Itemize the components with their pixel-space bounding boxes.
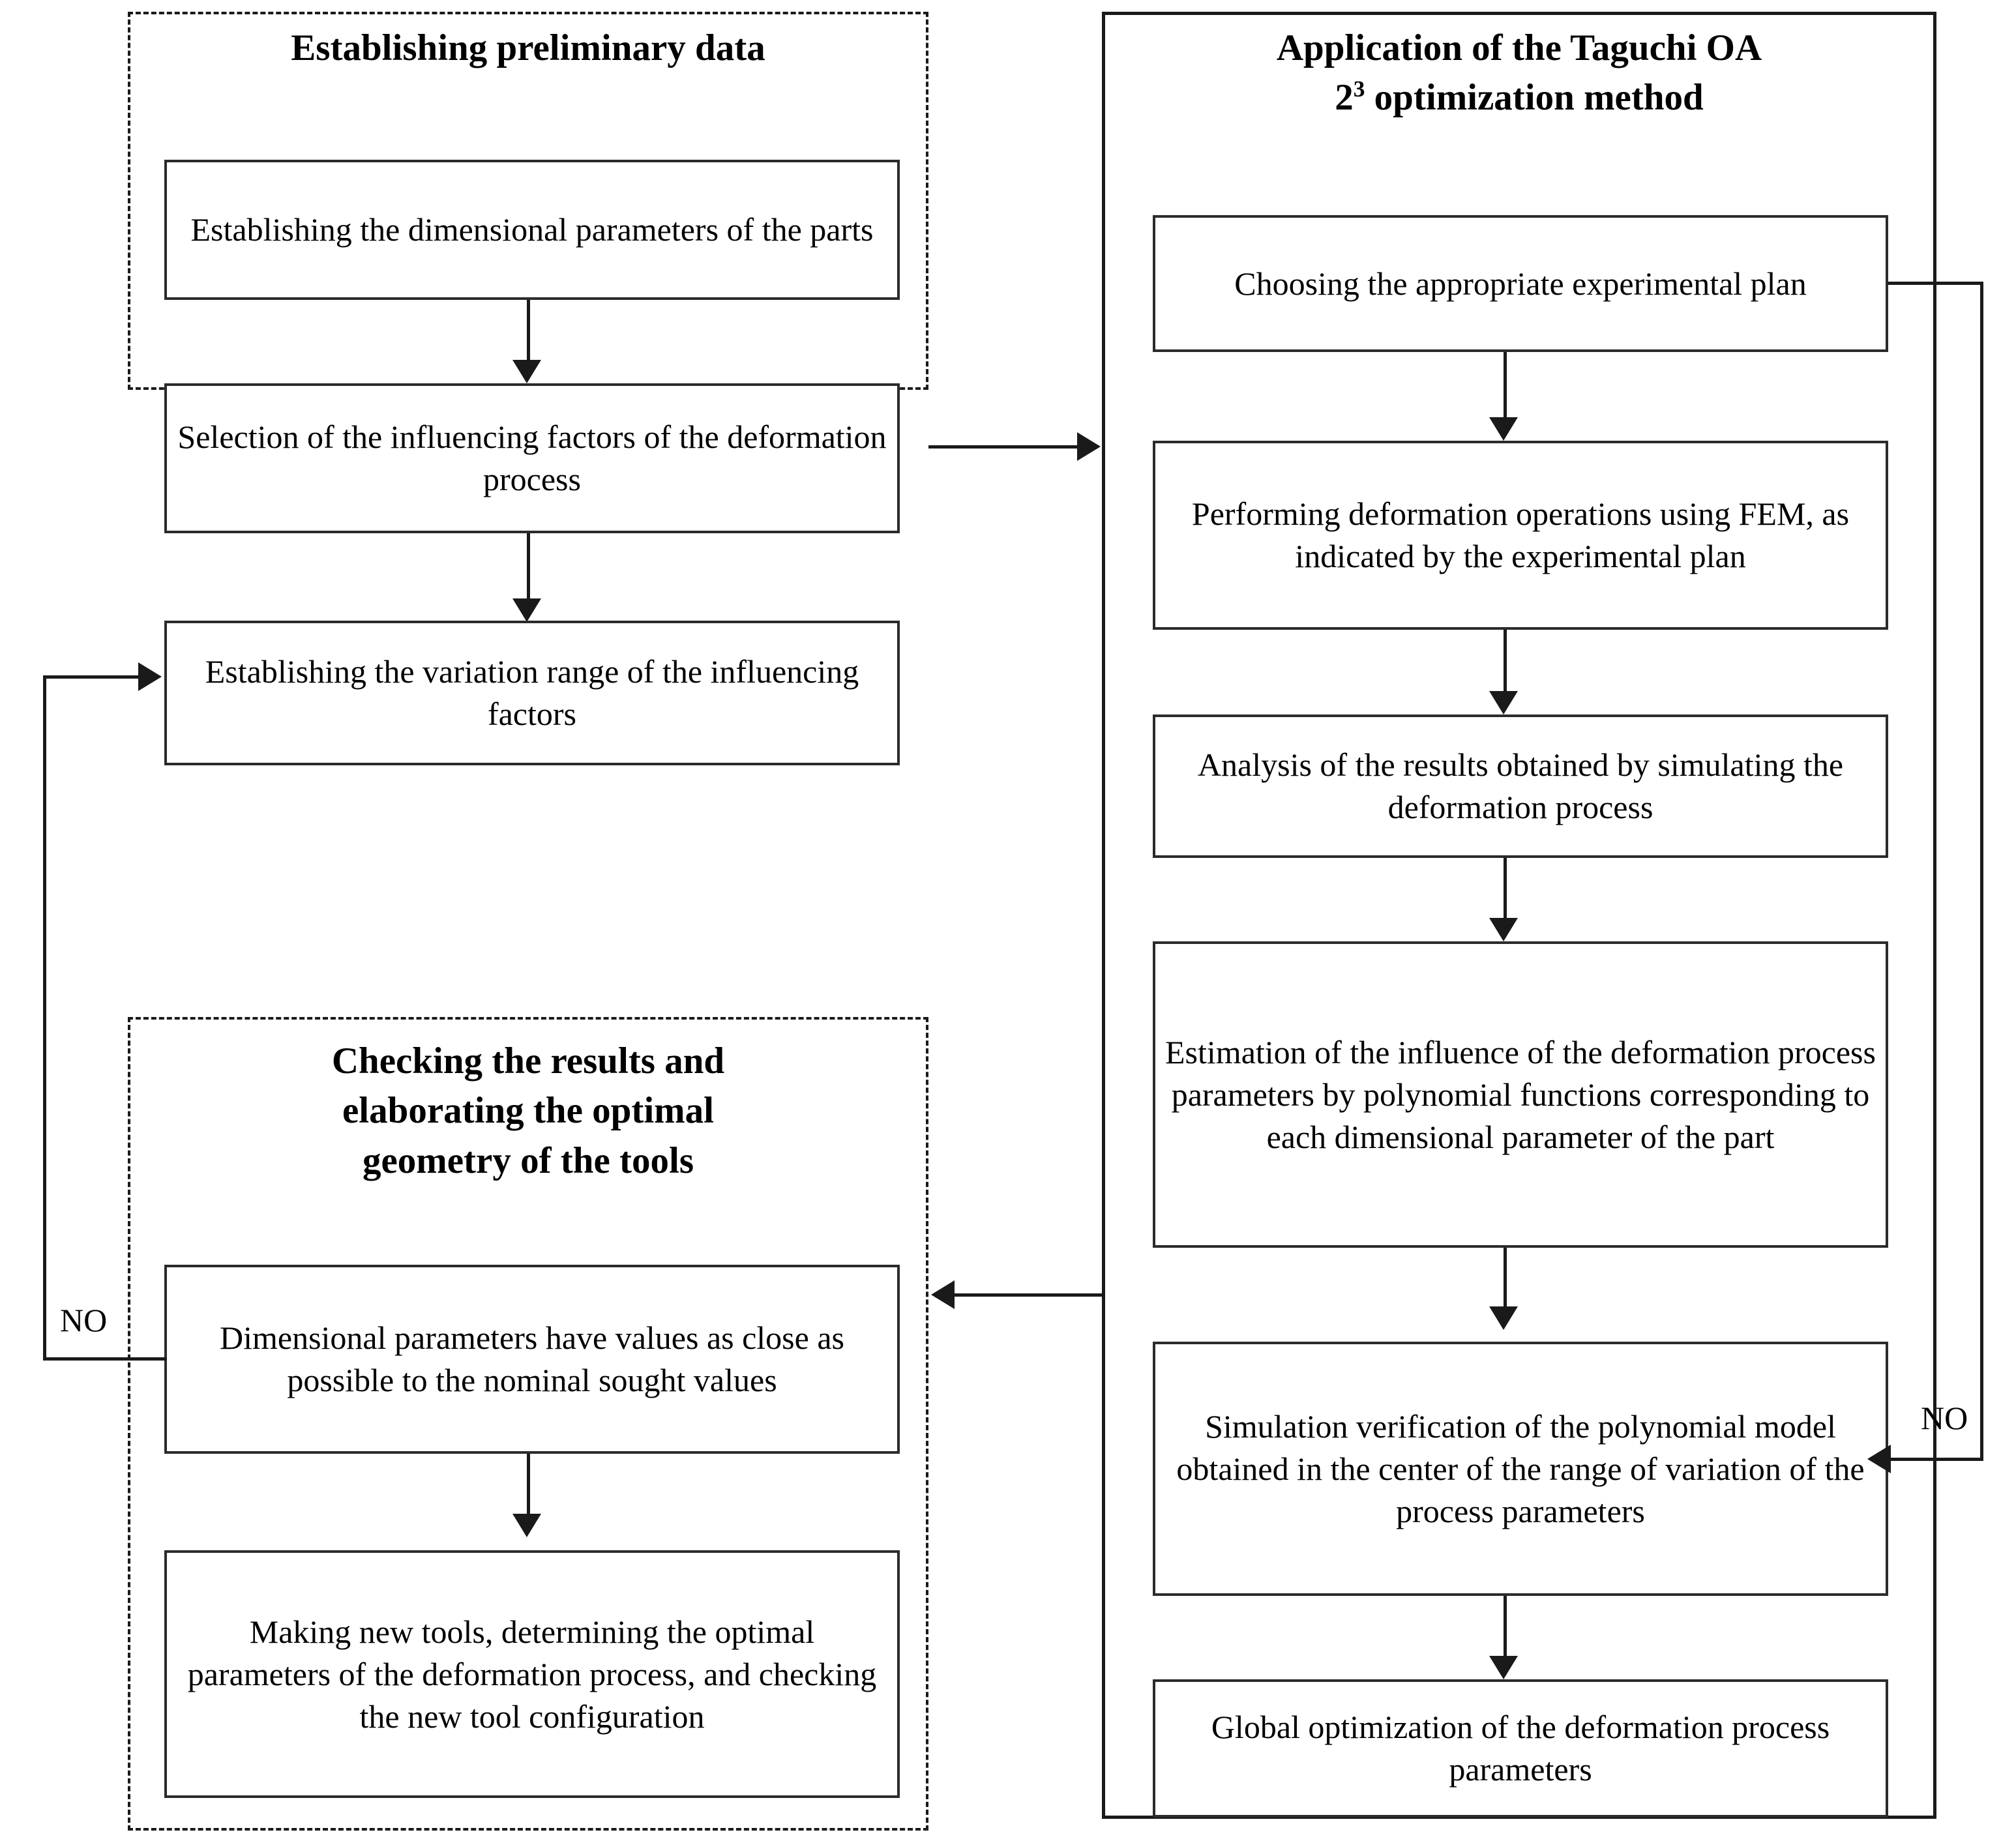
arrowhead-feedback-left bbox=[138, 662, 162, 691]
taguchi-suffix: optimization method bbox=[1365, 77, 1704, 119]
process-box-establishing-dimensional-parameters: Establishing the dimensional parameters … bbox=[164, 160, 900, 300]
connector-c1-c2 bbox=[527, 1454, 530, 1531]
edge-label-no-left: NO bbox=[60, 1302, 108, 1338]
arrowhead-t3-t4 bbox=[1489, 918, 1518, 941]
process-box-global-optimization: Global optimization of the deformation p… bbox=[1153, 1679, 1888, 1818]
arrowhead-feedback-right bbox=[1867, 1445, 1891, 1473]
box-text: Establishing the variation range of the … bbox=[205, 653, 859, 732]
process-box-estimation-of-influence: Estimation of the influence of the defor… bbox=[1153, 941, 1888, 1248]
arrowhead-t5-t6 bbox=[1489, 1656, 1518, 1679]
connector-preliminary-to-taguchi bbox=[928, 445, 1078, 449]
feedback-left-vertical bbox=[43, 675, 46, 1360]
arrowhead-t1-t2 bbox=[1489, 417, 1518, 441]
panel-title-checking: Checking the results and elaborating the… bbox=[147, 1037, 909, 1186]
feedback-left-horizontal-top bbox=[43, 675, 141, 679]
arrowhead-p2-p3 bbox=[512, 598, 541, 622]
connector-p2-p3 bbox=[527, 533, 530, 617]
box-text: Choosing the appropriate experimental pl… bbox=[1234, 265, 1807, 302]
arrowhead-c1-c2 bbox=[512, 1514, 541, 1537]
taguchi-base: 2 bbox=[1335, 77, 1354, 119]
process-box-making-new-tools: Making new tools, determining the optima… bbox=[164, 1550, 900, 1798]
box-text: Simulation verification of the polynomia… bbox=[1176, 1407, 1865, 1529]
panel-title-checking-line2: elaborating the optimal bbox=[342, 1090, 714, 1132]
panel-title-checking-line1: Checking the results and bbox=[331, 1040, 725, 1082]
edge-label-no-right: NO bbox=[1921, 1400, 1968, 1436]
box-text: Analysis of the results obtained by simu… bbox=[1197, 746, 1844, 825]
feedback-right-horizontal-top bbox=[1888, 282, 1983, 285]
panel-title-taguchi: Application of the Taguchi OA 23 optimiz… bbox=[1121, 23, 1917, 123]
connector-t5-t6 bbox=[1504, 1596, 1507, 1674]
feedback-right-vertical bbox=[1980, 282, 1983, 1460]
arrowhead-t2-t3 bbox=[1489, 691, 1518, 714]
box-text: Performing deformation operations using … bbox=[1191, 495, 1850, 574]
box-text: Dimensional parameters have values as cl… bbox=[220, 1319, 844, 1398]
connector-taguchi-to-checking bbox=[955, 1293, 1102, 1297]
box-text: Global optimization of the deformation p… bbox=[1211, 1709, 1830, 1788]
box-text: Making new tools, determining the optima… bbox=[187, 1613, 877, 1735]
process-box-analysis-of-results: Analysis of the results obtained by simu… bbox=[1153, 714, 1888, 858]
arrowhead-t4-t5 bbox=[1489, 1306, 1518, 1330]
arrowhead-taguchi-to-checking bbox=[931, 1280, 955, 1309]
box-text: Estimation of the influence of the defor… bbox=[1165, 1033, 1876, 1155]
process-box-simulation-verification: Simulation verification of the polynomia… bbox=[1153, 1342, 1888, 1596]
connector-p1-p2 bbox=[527, 300, 530, 377]
arrowhead-preliminary-to-taguchi bbox=[1077, 432, 1101, 461]
panel-title-preliminary: Establishing preliminary data bbox=[291, 27, 765, 68]
connector-t4-t5 bbox=[1504, 1248, 1507, 1325]
process-box-performing-deformation-operations: Performing deformation operations using … bbox=[1153, 441, 1888, 630]
panel-title-taguchi-line2: 23 optimization method bbox=[1121, 73, 1917, 123]
connector-t3-t4 bbox=[1504, 858, 1507, 936]
arrowhead-p1-p2 bbox=[512, 360, 541, 383]
process-box-choosing-experimental-plan: Choosing the appropriate experimental pl… bbox=[1153, 215, 1888, 352]
process-box-establishing-variation-range: Establishing the variation range of the … bbox=[164, 621, 900, 765]
connector-t2-t3 bbox=[1504, 630, 1507, 709]
feedback-left-horizontal-bottom bbox=[43, 1357, 167, 1361]
panel-checking-results bbox=[128, 1017, 928, 1831]
box-text: Establishing the dimensional parameters … bbox=[190, 211, 874, 248]
panel-title-checking-line3: geometry of the tools bbox=[362, 1140, 694, 1181]
feedback-right-horizontal-bottom bbox=[1891, 1458, 1983, 1461]
connector-t1-t2 bbox=[1504, 352, 1507, 435]
taguchi-exponent: 3 bbox=[1353, 76, 1365, 102]
process-box-dimensional-parameters-nominal: Dimensional parameters have values as cl… bbox=[164, 1265, 900, 1454]
panel-title-taguchi-line1: Application of the Taguchi OA bbox=[1276, 27, 1762, 68]
box-text: Selection of the influencing factors of … bbox=[177, 419, 887, 497]
process-box-selection-influencing-factors: Selection of the influencing factors of … bbox=[164, 383, 900, 533]
